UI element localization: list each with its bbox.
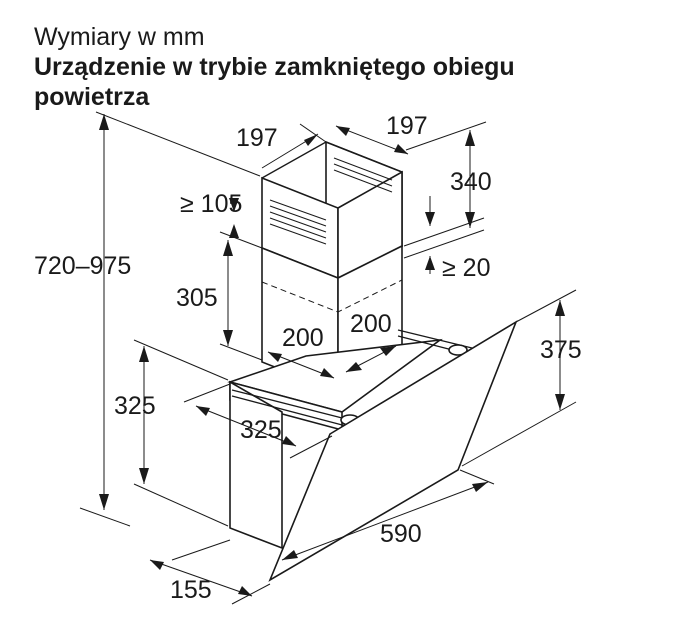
- label-chimney-top-depth: 197: [236, 124, 278, 152]
- label-width: 590: [380, 520, 422, 548]
- header: Wymiary w mm Urządzenie w trybie zamknię…: [34, 22, 634, 112]
- glass-panel: [268, 320, 518, 582]
- vent-grille-back: [333, 157, 393, 193]
- label-chimney-lower-width: 200: [350, 310, 392, 338]
- label-chimney-lower-depth: 200: [282, 324, 324, 352]
- label-gap-min: ≥ 20: [442, 254, 490, 282]
- diagram-title: Urządzenie w trybie zamkniętego obiegu p…: [34, 53, 515, 111]
- hood-drawing: [227, 140, 518, 582]
- label-body-height: 325: [114, 392, 156, 420]
- label-chimney-top-width: 197: [386, 112, 428, 140]
- chimney-overlap-line: [261, 279, 403, 313]
- vent-grille-left: [269, 199, 327, 245]
- label-bottom-depth: 155: [170, 576, 212, 604]
- label-chimney-upper-height: 340: [450, 168, 492, 196]
- label-overall-height: 720–975: [34, 252, 131, 280]
- hood-body-front: [229, 380, 283, 550]
- label-chimney-lower-height: 305: [176, 284, 218, 312]
- dimension-labels: 720–975 197 197 340 ≥ 105 ≥ 20 305 200 2…: [34, 112, 582, 604]
- label-chimney-min-overlap: ≥ 105: [180, 190, 242, 218]
- dimension-lines: [79, 111, 577, 605]
- label-body-depth: 325: [240, 416, 282, 444]
- units-subtitle: Wymiary w mm: [34, 23, 205, 51]
- label-glass-height: 375: [540, 336, 582, 364]
